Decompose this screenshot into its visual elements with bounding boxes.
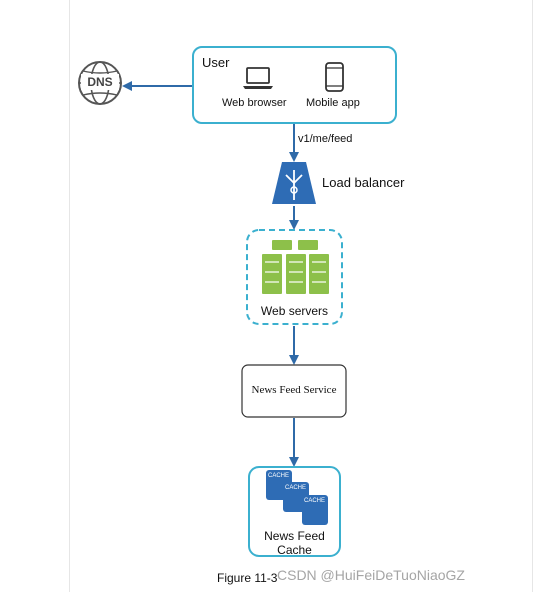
user-box: [192, 46, 397, 124]
server-rack-icon: [262, 240, 329, 294]
cache-chip-1: CACHE: [268, 473, 290, 479]
laptop-icon: [243, 67, 273, 89]
news-feed-service-label: News Feed Service: [251, 384, 337, 396]
dns-label: DNS: [87, 75, 113, 89]
load-balancer-label: Load balancer: [322, 175, 405, 190]
cache-chip-3: CACHE: [304, 498, 326, 504]
news-feed-cache-label-line1: News Feed: [264, 529, 325, 543]
mobile-app-label: Mobile app: [306, 97, 360, 109]
web-browser-label: Web browser: [222, 97, 287, 109]
web-servers-label: Web servers: [260, 304, 329, 318]
user-box-title: User: [202, 55, 230, 70]
page-edge-right: [532, 0, 533, 592]
page-edge-left: [69, 0, 70, 592]
mobile-phone-icon: [325, 62, 344, 92]
globe-icon: [78, 61, 122, 105]
watermark: CSDN @HuiFeiDeTuoNiaoGZ: [277, 567, 465, 583]
news-feed-cache-label-line2: Cache: [277, 543, 312, 557]
figure-caption: Figure 11-3: [217, 571, 278, 585]
cache-stack-icon: [266, 470, 328, 525]
load-balancer-icon: [272, 162, 316, 204]
news-feed-service-box: [241, 364, 347, 418]
cache-chip-2: CACHE: [285, 485, 307, 491]
request-path-label: v1/me/feed: [298, 133, 353, 145]
